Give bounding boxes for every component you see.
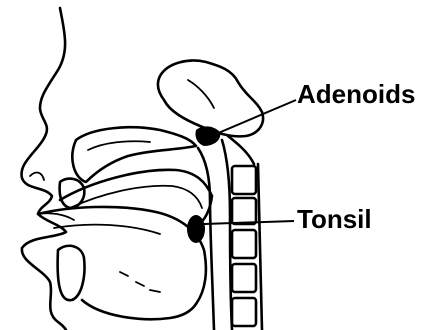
- palate-inner: [70, 186, 202, 208]
- skull-base: [158, 61, 263, 137]
- adenoid-tissue: [195, 126, 220, 146]
- vertebra: [232, 230, 256, 258]
- adenoids-label: Adenoids: [297, 81, 415, 107]
- tonsil: [187, 215, 205, 243]
- jaw-outline: [82, 300, 196, 319]
- tongue: [38, 207, 206, 304]
- vertebra: [232, 264, 256, 292]
- vertebra: [232, 298, 256, 326]
- nasal-turbinate: [88, 141, 150, 150]
- vertebral-column: [228, 136, 262, 330]
- nostril-outline: [30, 173, 44, 180]
- vertebra: [232, 166, 256, 194]
- tongue-surface: [54, 225, 160, 234]
- vertebra: [232, 198, 256, 224]
- lower-teeth: [58, 246, 85, 300]
- skull-base-fold: [188, 80, 214, 108]
- tonsil-label: Tonsil: [297, 206, 372, 232]
- pharynx-back-wall: [222, 140, 232, 330]
- mouth-floor-detail: [120, 272, 160, 292]
